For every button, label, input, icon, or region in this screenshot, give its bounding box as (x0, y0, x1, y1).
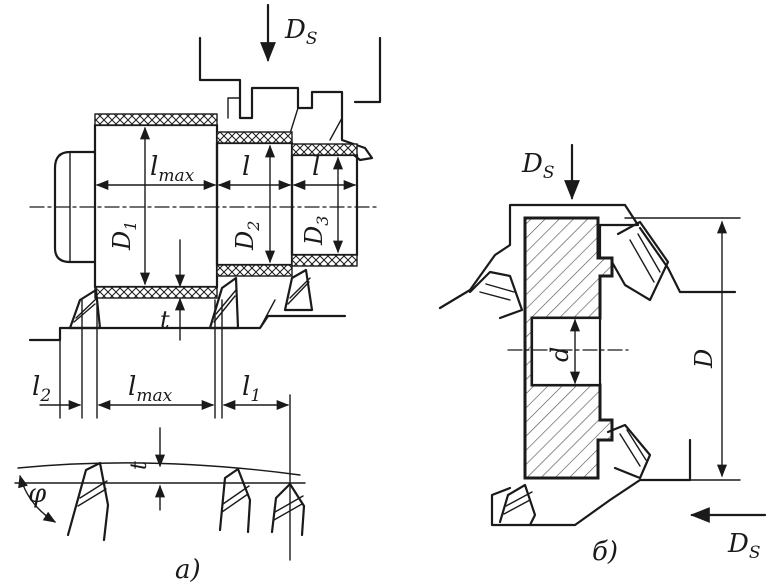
caption-b: б) (592, 537, 618, 567)
bottom-cutter-2-stripes (213, 289, 237, 323)
bore-b (530, 316, 602, 387)
cutter-b-upper-left-stripes (479, 283, 515, 301)
step-d1 (93, 123, 219, 289)
drawing-a (14, 3, 382, 561)
upper-tool-holder (198, 36, 382, 162)
bottom-cutter-1-stripes (73, 298, 97, 323)
lower-cutter-3 (270, 482, 306, 537)
cutter-b-lower-right-stripes (619, 429, 647, 467)
d1-label: D1 (108, 221, 140, 251)
caption-a: а) (175, 555, 201, 585)
drawing-b (438, 143, 767, 527)
lmax-bottom-label: lmax (128, 372, 173, 406)
t-lower-label: t (127, 461, 152, 470)
lower-cutter-1-stripes (77, 480, 108, 507)
d2-label: D2 (231, 221, 263, 251)
allowance-d2-top (216, 131, 293, 144)
l-right-label: l (312, 152, 320, 182)
cutter-b-lower-left (498, 483, 537, 527)
allowance-d3-bottom (291, 254, 358, 267)
lower-cutter-3-stripes (273, 495, 304, 521)
shaft-neck (53, 150, 97, 264)
lower-cutter-2-stripes (221, 485, 250, 513)
cutter-b-upper-right (610, 220, 670, 302)
cutter-b-lower-left-stripes (503, 491, 533, 515)
d-big-label: D (690, 349, 718, 369)
lower-cutter-2 (218, 467, 252, 534)
l-mid-label: l (242, 152, 250, 182)
ds-top-label: DS (284, 15, 318, 49)
bottom-cutter-3 (283, 268, 314, 312)
bottom-cutter-2 (208, 276, 240, 330)
ds-b-top-label: DS (521, 149, 555, 183)
cutter-b-lower-right (606, 423, 652, 480)
allowance-d2-bottom (216, 264, 293, 277)
allowance-d3-top (291, 143, 358, 156)
lower-holder-line (259, 299, 276, 329)
cutter-b-upper-right-stripes (629, 233, 661, 283)
holder-b-bottom (490, 438, 692, 527)
allowance-d1-top (94, 113, 218, 126)
allowance-d1-bottom (94, 286, 218, 299)
phi-label: φ (28, 479, 47, 509)
phi-arc (18, 474, 57, 523)
l1-label: l1 (242, 372, 261, 406)
d-small-label: d (546, 347, 574, 362)
ds-b-bottom-label: DS (727, 529, 761, 563)
holder-b-outline (438, 203, 737, 310)
lmax-top-label: lmax (150, 152, 195, 186)
guide-curve (17, 462, 301, 476)
bottom-cutter-3-stripes (287, 277, 311, 305)
cutter-b-upper-left (468, 270, 524, 320)
l2-label: l2 (32, 372, 51, 406)
t-upper-label: t (160, 306, 170, 334)
d3-label: D3 (300, 216, 332, 246)
lower-cutter-1 (66, 461, 110, 542)
